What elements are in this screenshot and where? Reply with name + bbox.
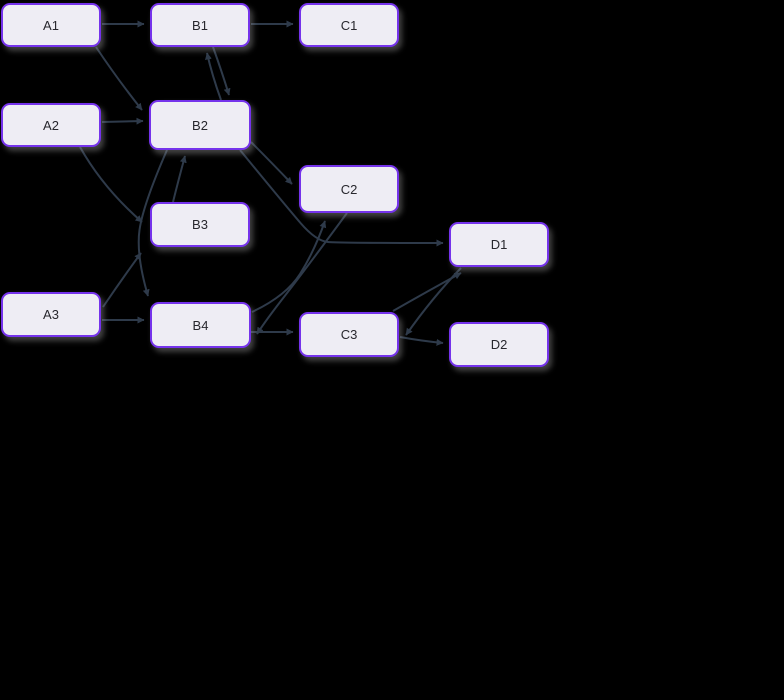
node-B1: B1 [150, 3, 250, 47]
node-label: D2 [490, 337, 508, 352]
node-B4: B4 [150, 302, 251, 348]
edge-A1-B2 [95, 46, 143, 111]
node-B3: B3 [150, 202, 250, 247]
node-label: C1 [340, 17, 358, 33]
node-label: A2 [43, 117, 59, 133]
node-label: B2 [192, 117, 208, 133]
node-A1: A1 [1, 3, 101, 47]
node-B2: B2 [149, 100, 251, 150]
node-A3: A3 [1, 292, 101, 337]
node-D2: D2 [449, 322, 549, 367]
edge-C3-D2 [399, 336, 444, 346]
edge-C2-B4 [256, 212, 348, 335]
node-label: B1 [192, 17, 208, 33]
edge-C3-D1 [392, 272, 462, 312]
node-C1: C1 [299, 3, 399, 47]
node-label: C2 [340, 181, 358, 197]
edge-B2-C2 [250, 141, 293, 185]
node-label: B3 [192, 217, 208, 232]
node-label: A1 [43, 17, 59, 33]
edge-B1-B2 [212, 46, 231, 96]
node-C3: C3 [299, 312, 399, 357]
edge-B2-B4 [137, 149, 168, 297]
edge-B2-D1 [239, 149, 444, 247]
edge-A2-B2 [101, 117, 144, 125]
node-C2: C2 [299, 165, 399, 213]
edge-D1-C3 [405, 267, 462, 336]
node-label: A3 [43, 307, 59, 322]
edge-B4-C2 [251, 220, 327, 313]
node-label: C3 [340, 327, 358, 342]
edge-B2-B1 [205, 52, 222, 101]
node-label: B4 [192, 317, 209, 333]
node-D1: D1 [449, 222, 549, 267]
edge-A3-B3 [102, 252, 142, 308]
edge-A2-B3 [79, 146, 143, 223]
edges-group [79, 20, 462, 346]
node-label: D1 [490, 237, 508, 252]
edge-B3-B2 [172, 155, 187, 203]
node-A2: A2 [1, 103, 101, 147]
